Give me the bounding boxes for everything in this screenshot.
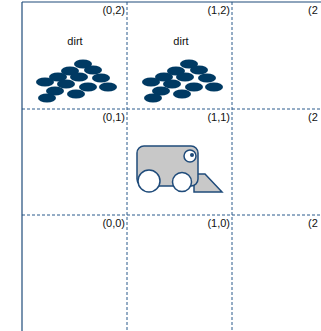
coordinate-label: (2 bbox=[308, 4, 318, 17]
world-border bbox=[22, 2, 321, 331]
coordinate-label: (0,0) bbox=[102, 217, 125, 230]
coordinate-label: (2 bbox=[308, 217, 318, 230]
dirt-label: dirt bbox=[173, 35, 188, 48]
dirt-pile bbox=[36, 60, 117, 103]
coordinate-label: (2 bbox=[308, 111, 318, 124]
coordinate-label: (0,2) bbox=[102, 4, 125, 17]
dirt-pile bbox=[142, 60, 223, 103]
coordinate-label: (1,2) bbox=[207, 4, 230, 17]
coordinate-label: (1,1) bbox=[207, 111, 230, 124]
dirt-label: dirt bbox=[67, 35, 82, 48]
vacuum-robot bbox=[137, 146, 222, 192]
grid-lines bbox=[22, 2, 321, 331]
coordinate-label: (0,1) bbox=[102, 111, 125, 124]
coordinate-label: (1,0) bbox=[207, 217, 230, 230]
